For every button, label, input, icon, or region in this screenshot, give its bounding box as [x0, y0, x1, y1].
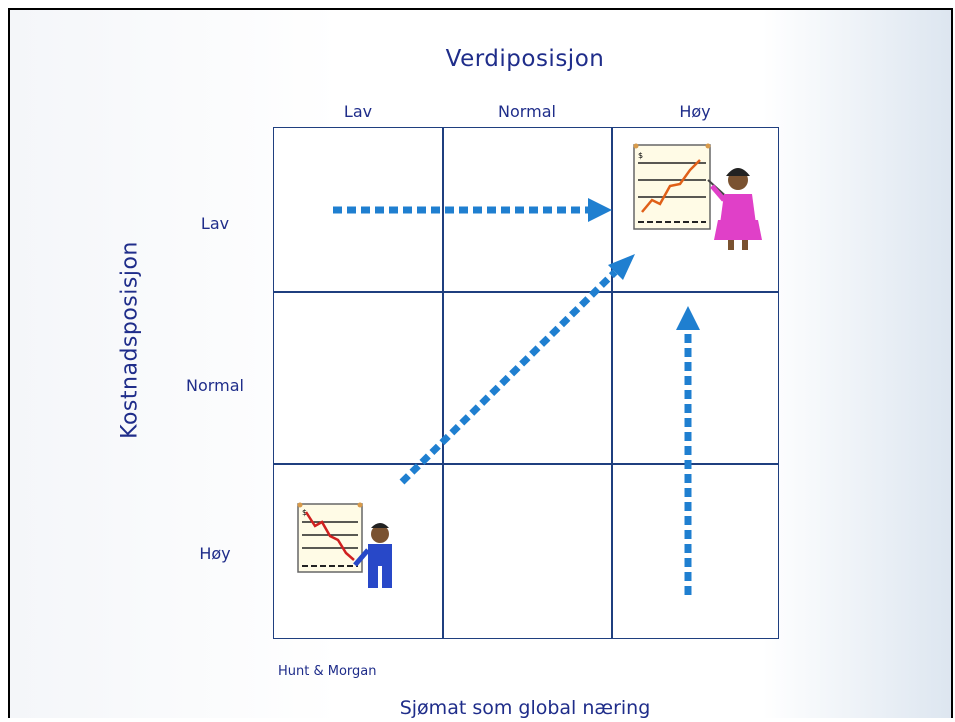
row-label-lav: Lav: [200, 214, 230, 233]
presenter-declining-chart-icon: $: [297, 502, 392, 588]
column-label-hoy: Høy: [679, 102, 711, 121]
row-label-hoy: Høy: [199, 544, 231, 563]
row-label-normal: Normal: [186, 376, 244, 395]
column-axis-title: Verdiposisjon: [445, 46, 605, 72]
slide: Verdiposisjon Lav Normal Høy Lav Normal …: [8, 8, 953, 719]
grid-line: [274, 463, 778, 465]
column-label-normal: Normal: [498, 102, 556, 121]
svg-text:$: $: [302, 508, 307, 517]
grid-line: [611, 128, 613, 638]
arrow-vertical: [676, 306, 700, 595]
presenter-rising-chart-icon: $: [633, 143, 762, 250]
arrow-horizontal: [333, 198, 612, 222]
grid-line: [274, 291, 778, 293]
grid-line: [442, 128, 444, 638]
arrow-diagonal: [399, 254, 635, 485]
column-label-lav: Lav: [343, 102, 373, 121]
footer-text: Sjømat som global næring: [399, 697, 651, 719]
credit-text: Hunt & Morgan: [278, 664, 377, 679]
svg-text:$: $: [638, 151, 643, 160]
